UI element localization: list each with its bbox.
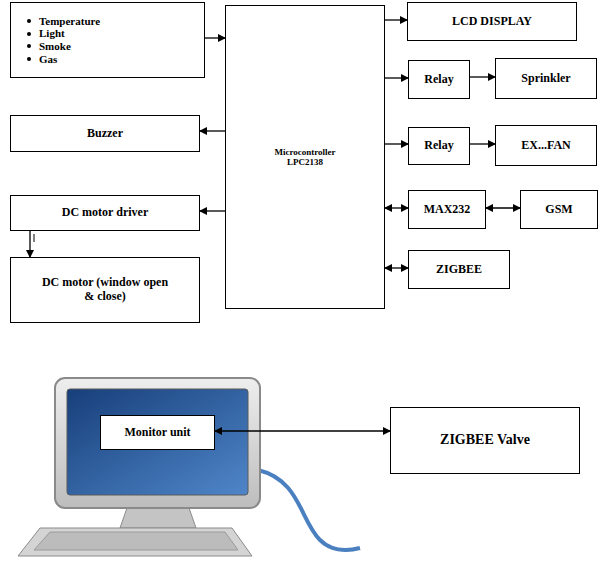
connector-arrow <box>385 77 408 78</box>
node-text: GSM <box>545 203 572 217</box>
bullet-row: Temperature <box>27 15 100 28</box>
bullet-row: Gas <box>27 53 57 66</box>
buzzer-box: Buzzer <box>10 115 200 152</box>
zigbee-box: ZIGBEE <box>408 250 510 289</box>
monitor-unit-box: Monitor unit <box>100 415 215 450</box>
connector-arrow <box>385 207 408 208</box>
bullet-row: Light <box>27 27 65 40</box>
bullet-row: Smoke <box>27 40 71 53</box>
fan-box: EX...FAN <box>495 125 597 166</box>
node-text: Temperature <box>39 15 100 28</box>
display-box: LCD DISPLAY <box>407 2 577 41</box>
connector-arrow <box>200 130 225 131</box>
node-text: Buzzer <box>87 127 123 141</box>
node-text: Relay <box>424 139 453 153</box>
relay-box: Relay <box>408 127 470 165</box>
bullet-dot <box>27 32 31 36</box>
max232-box: MAX232 <box>408 190 486 229</box>
bullet-dot <box>27 19 31 23</box>
dc-motor-box: DC motor (window open & close) <box>10 257 200 323</box>
connector-arrow <box>385 267 408 268</box>
sensor-box: TemperatureLightSmokeGas <box>10 2 205 78</box>
connector-arrow <box>385 143 408 144</box>
connector-arrow <box>486 207 520 208</box>
connector-arrow <box>29 231 30 257</box>
connector-arrow <box>385 19 407 20</box>
connector-arrow <box>200 210 225 211</box>
connector-arrow <box>470 143 495 144</box>
node-text: ZIGBEE Valve <box>440 432 530 448</box>
node-text: DC motor driver <box>62 206 148 220</box>
node-text: Sprinkler <box>521 72 570 86</box>
node-text: Relay <box>424 73 453 87</box>
node-text: MAX232 <box>424 203 471 217</box>
motor-driver-box: DC motor driver <box>10 195 200 231</box>
bullet-dot <box>27 57 31 61</box>
node-text: Microcontroller LPC2138 <box>260 147 350 168</box>
relay-box: Relay <box>408 60 470 99</box>
node-text: Smoke <box>39 40 71 53</box>
node-text: EX...FAN <box>521 139 570 153</box>
wire-tick <box>34 234 35 242</box>
node-text: LCD DISPLAY <box>452 15 532 29</box>
bullet-dot <box>27 44 31 48</box>
node-text: DC motor (window open & close) <box>40 276 170 304</box>
sprinkler-box: Sprinkler <box>495 58 597 99</box>
node-text: ZIGBEE <box>436 263 482 277</box>
gsm-box: GSM <box>520 190 598 229</box>
node-text: Gas <box>39 53 57 66</box>
node-text: Light <box>39 27 65 40</box>
connector-arrow <box>470 76 495 77</box>
connector-arrow <box>215 430 390 431</box>
microcontroller-box: Microcontroller LPC2138 <box>225 5 385 309</box>
zigbee-valve-box: ZIGBEE Valve <box>390 407 580 474</box>
node-text: Monitor unit <box>124 426 190 440</box>
connector-arrow <box>205 37 225 38</box>
